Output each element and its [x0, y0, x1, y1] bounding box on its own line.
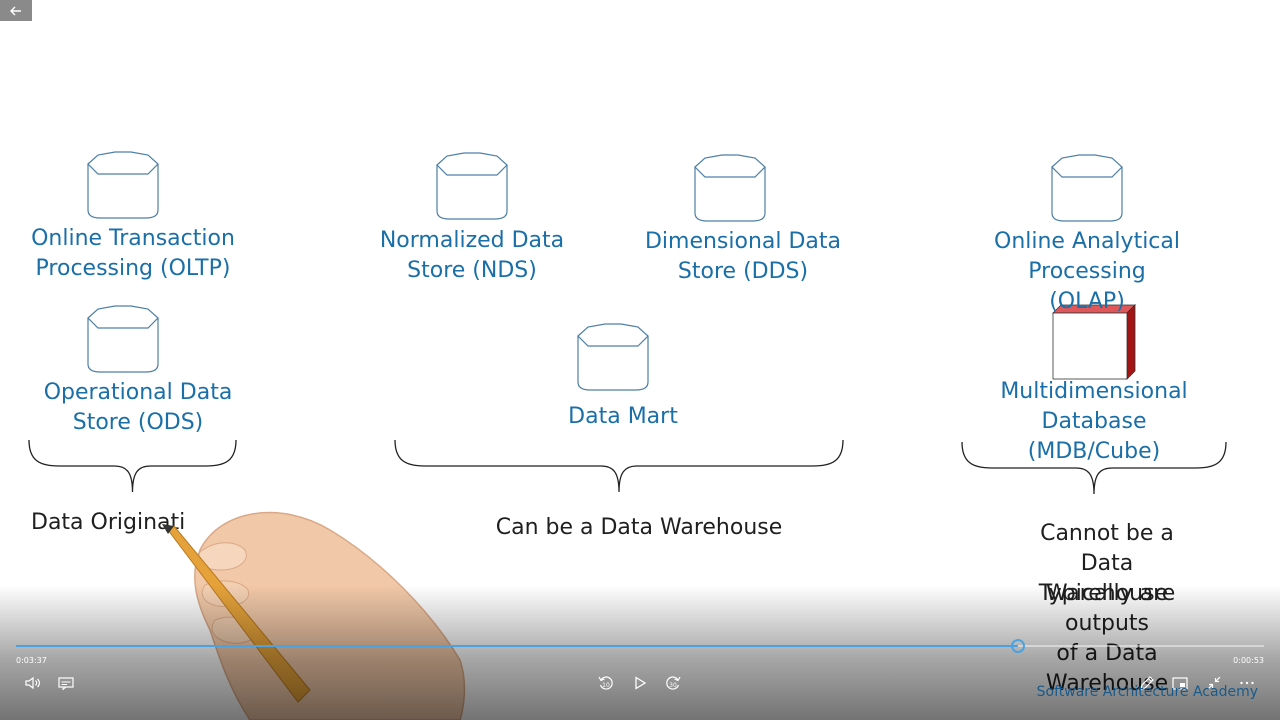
- exit-fullscreen-icon: [1207, 676, 1221, 690]
- svg-text:10: 10: [602, 682, 610, 689]
- node-label-mart: Data Mart: [568, 404, 678, 429]
- cylinder-icon: [1051, 154, 1123, 222]
- back-button[interactable]: [0, 0, 32, 21]
- rewind-10-icon: 10: [598, 676, 613, 690]
- elapsed-time: 0:03:37: [16, 656, 47, 665]
- play-button[interactable]: [629, 673, 651, 693]
- forward-30-icon: 30: [666, 676, 681, 690]
- more-button[interactable]: [1236, 673, 1258, 693]
- brace-not-warehouse: [961, 441, 1227, 495]
- more-icon: [1240, 681, 1254, 685]
- captions-button[interactable]: [55, 673, 77, 693]
- volume-button[interactable]: [22, 673, 44, 693]
- cube-icon: [1052, 304, 1136, 380]
- node-label-ods: Operational Data Store (ODS): [43, 380, 233, 435]
- cylinder-icon: [87, 305, 159, 373]
- outputs-note: Typically are outputs of a Data Warehous…: [1038, 581, 1176, 696]
- group-caption-warehouse: Can be a Data Warehouse: [495, 515, 783, 540]
- brace-warehouse: [394, 439, 844, 493]
- rewind-10-button[interactable]: 10: [595, 673, 617, 693]
- drawing-hand-image: [162, 511, 466, 720]
- brace-origination: [28, 439, 237, 493]
- cylinder-icon: [577, 323, 649, 391]
- draw-button[interactable]: [1136, 673, 1158, 693]
- arrow-left-icon: [10, 6, 21, 15]
- seek-bar-fill: [16, 645, 1018, 647]
- picture-in-picture-icon: [1172, 676, 1188, 690]
- seek-bar[interactable]: [16, 639, 1264, 653]
- channel-watermark: Software Architecture Academy: [1036, 684, 1258, 700]
- node-label-dds: Dimensional Data Store (DDS): [644, 229, 842, 284]
- remaining-time: 0:00:53: [1233, 656, 1264, 665]
- cylinder-icon: [436, 152, 508, 220]
- seek-bar-thumb[interactable]: [1010, 639, 1025, 653]
- pen-icon: [1140, 676, 1154, 690]
- exit-fullscreen-button[interactable]: [1203, 673, 1225, 693]
- cylinder-icon: [694, 154, 766, 222]
- node-label-olap: Online Analytical Processing (OLAP): [994, 229, 1180, 314]
- picture-in-picture-button[interactable]: [1169, 673, 1191, 693]
- node-label-oltp: Online Transaction Processing (OLTP): [31, 226, 235, 281]
- cylinder-icon: [87, 151, 159, 219]
- play-icon: [635, 676, 647, 690]
- svg-text:30: 30: [669, 682, 677, 689]
- captions-icon: [58, 676, 74, 690]
- volume-icon: [25, 676, 40, 690]
- forward-30-button[interactable]: 30: [662, 673, 684, 693]
- node-label-mdb: Multidimensional Database (MDB/Cube): [1000, 379, 1188, 464]
- node-label-nds: Normalized Data Store (NDS): [379, 228, 565, 283]
